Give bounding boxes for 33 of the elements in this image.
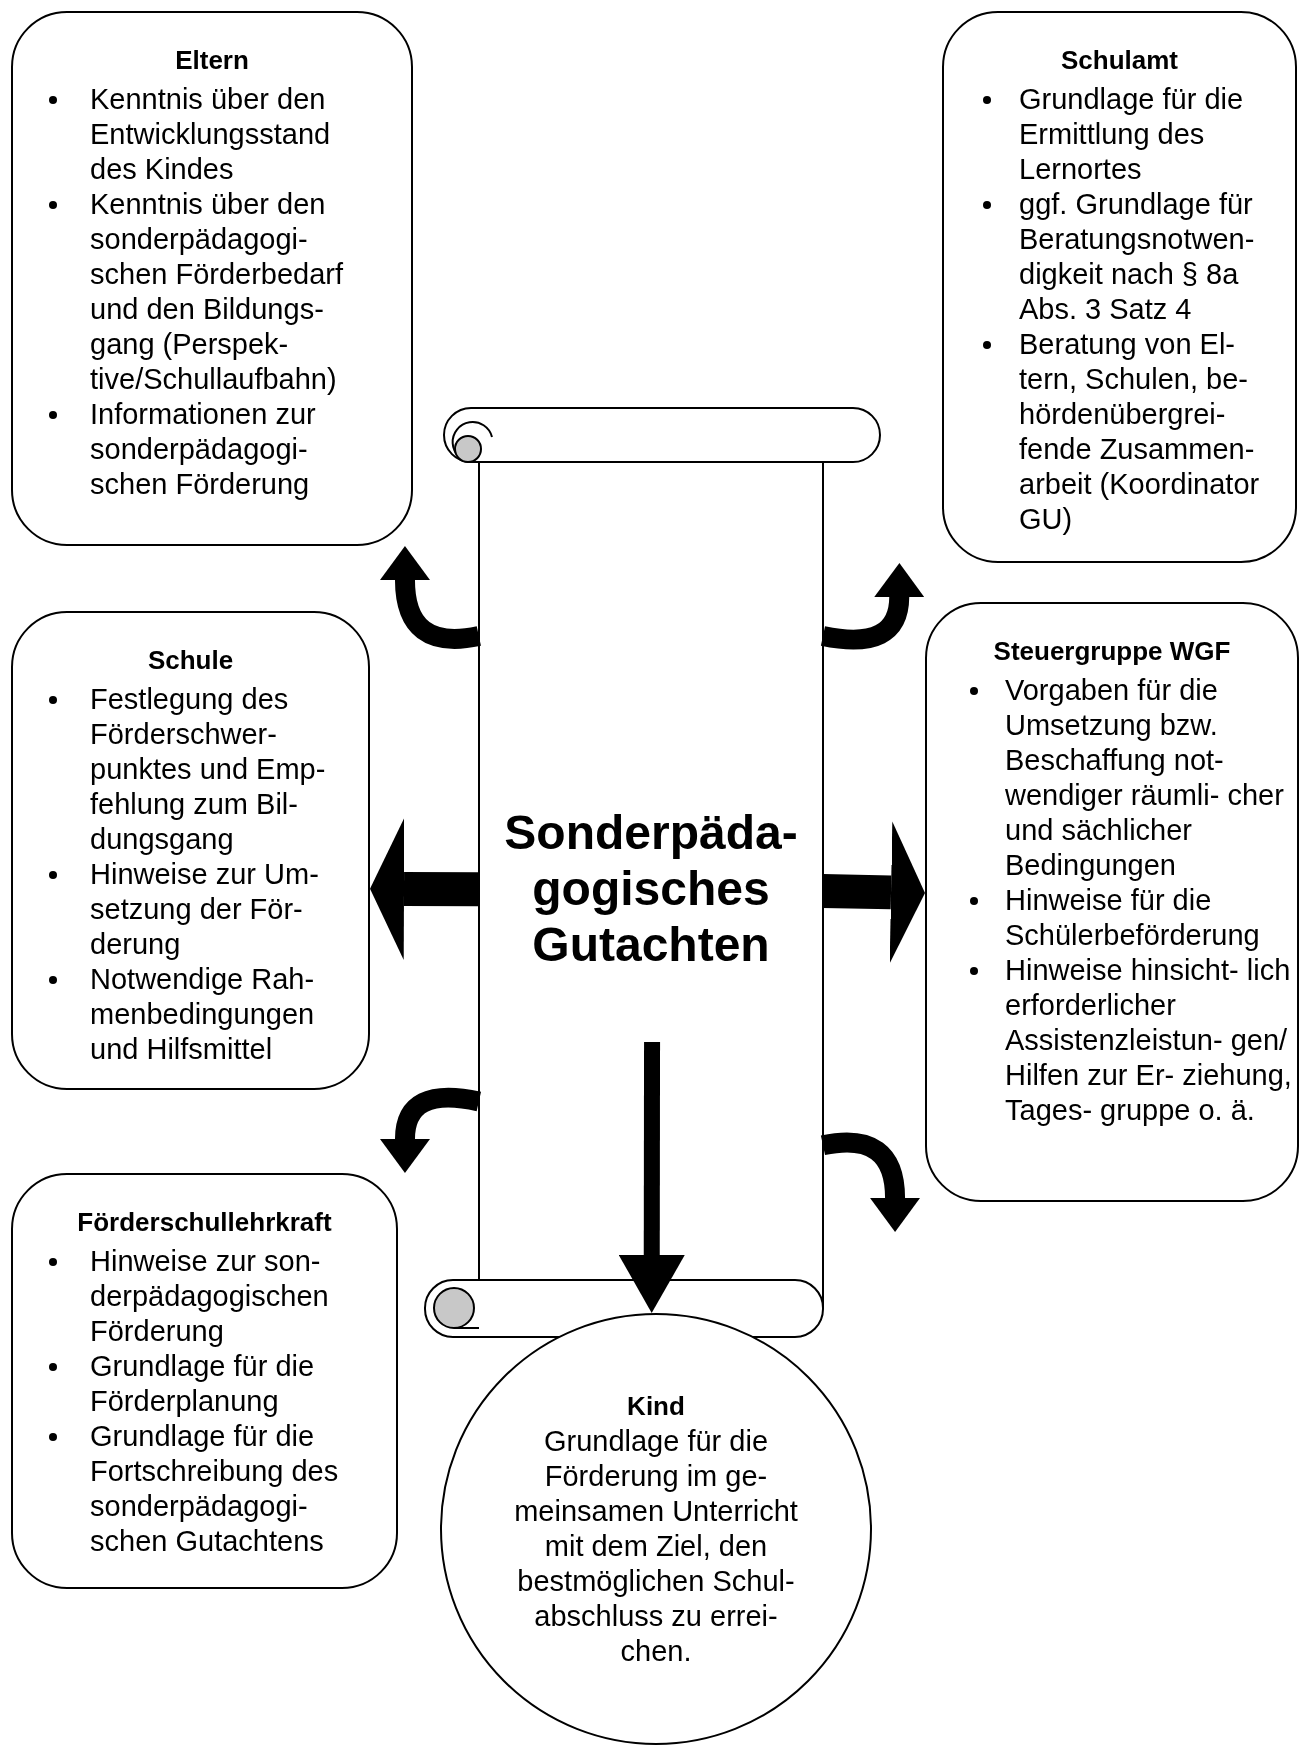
box-heading: Schulamt: [1060, 44, 1179, 77]
box-heading: Schule: [146, 644, 235, 677]
list-item: Hinweise für die Schülerbeförderung: [1005, 883, 1261, 953]
info-box: [11, 1173, 398, 1589]
arrow: [822, 821, 925, 964]
info-box: [925, 602, 1299, 1202]
info-box: [11, 11, 413, 546]
arrow: [380, 1087, 481, 1173]
list-item: Notwendige Rah- menbedingungen und Hilfsmittel: [90, 962, 316, 1067]
list-item: Hinweise zur son- derpädagogischen Förderung: [90, 1244, 330, 1349]
arrow: [618, 1041, 685, 1313]
list-item: Kenntnis über den sonderpädagogi- schen Förderbedarf und den Bildungs- gang (Perspek- tive/Schullaufbahn): [90, 187, 345, 397]
info-box: [942, 11, 1297, 563]
arrow: [370, 817, 479, 960]
info-box: [11, 611, 370, 1090]
list-item: ggf. Grundlage für Beratungsnotwen- digkeit nach § 8a Abs. 3 Satz 4: [1019, 187, 1256, 327]
box-heading: Förderschullehrkraft: [76, 1206, 333, 1239]
circle-heading: Kind: [626, 1390, 686, 1423]
list-item: Grundlage für die Förderplanung: [90, 1349, 316, 1419]
list-item: Beratung von El- tern, Schulen, be- hördenübergrei- fende Zusammen- arbeit (Koordinator GU): [1019, 327, 1261, 537]
list-item: Informationen zur sonderpädagogi- schen Förderung: [90, 397, 317, 502]
box-heading: Eltern: [174, 44, 250, 77]
list-item: Hinweise hinsicht- lich erforderlicher Assistenzleistun- gen/ Hilfen zur Er- ziehung, Tages- gruppe o. ä.: [1005, 953, 1293, 1128]
arrow: [821, 1132, 921, 1232]
list-item: Grundlage für die Fortschreibung des sonderpädagogi- schen Gutachtens: [90, 1419, 340, 1559]
arrow: [821, 563, 925, 650]
box-heading: Steuergruppe WGF: [992, 635, 1232, 668]
list-item: Vorgaben für die Umsetzung bzw. Beschaffung not- wendiger räumli- cher und sächlicher Bedingungen: [1005, 673, 1285, 883]
scroll-title: Sonderpäda- gogisches Gutachten: [503, 805, 799, 973]
circle-text: Grundlage für die Förderung im ge- meinsamen Unterricht mit dem Ziel, den bestmöglichen Schul- abschluss zu errei- chen.: [513, 1424, 799, 1669]
list-item: Kenntnis über den Entwicklungsstand des Kindes: [90, 82, 332, 187]
list-item: Hinweise zur Um- setzung der För- derung: [90, 857, 320, 962]
list-item: Festlegung des Förderschwer- punktes und Emp- fehlung zum Bil- dungsgang: [90, 682, 327, 857]
